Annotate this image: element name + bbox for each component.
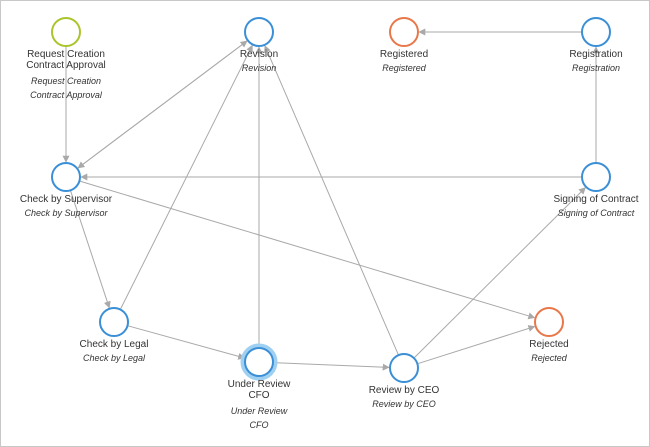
node-title-line: Revision bbox=[239, 49, 279, 60]
node-registration[interactable] bbox=[581, 17, 611, 47]
node-subtitle-line: Check by Supervisor bbox=[24, 208, 108, 218]
node-title-line: Registered bbox=[379, 49, 429, 60]
node-subtitle-registration: Registration bbox=[521, 63, 649, 74]
nodes-layer bbox=[51, 17, 611, 383]
node-subtitle-revision: Revision bbox=[184, 63, 334, 74]
edges-layer bbox=[62, 28, 600, 371]
node-subtitle-line: CFO bbox=[249, 420, 269, 430]
node-registered[interactable] bbox=[389, 17, 419, 47]
node-circle-revision[interactable] bbox=[244, 17, 274, 47]
edge-supervisor-to-legal bbox=[69, 190, 111, 309]
node-circle-signing[interactable] bbox=[581, 162, 611, 192]
node-rejected[interactable] bbox=[534, 307, 564, 337]
node-subtitle-line: Revision bbox=[241, 63, 277, 73]
node-title-line: Signing of Contract bbox=[553, 194, 639, 205]
edge-legal-to-cfo bbox=[127, 325, 246, 360]
node-circle-rejected[interactable] bbox=[534, 307, 564, 337]
edge-ceo-to-revision bbox=[264, 45, 399, 356]
node-title-legal: Check by Legal bbox=[39, 339, 189, 350]
node-title-line: Registration bbox=[569, 49, 623, 60]
node-circle-supervisor[interactable] bbox=[51, 162, 81, 192]
node-title-line: Review by CEO bbox=[368, 385, 440, 396]
node-title-line: Check by Supervisor bbox=[19, 194, 113, 205]
node-subtitle-legal: Check by Legal bbox=[39, 353, 189, 364]
node-subtitle-line: Under Review bbox=[230, 406, 288, 416]
node-subtitle-line: Signing of Contract bbox=[557, 208, 635, 218]
node-title-ceo: Review by CEO bbox=[329, 385, 479, 396]
edge-ceo-to-rejected bbox=[417, 325, 536, 365]
edge-supervisor-to-rejected bbox=[79, 180, 536, 320]
node-title-line: Request Creation bbox=[27, 49, 105, 60]
node-title-line: Check by Legal bbox=[79, 339, 149, 350]
node-subtitle-ceo: Review by CEO bbox=[329, 399, 479, 410]
node-subtitle-supervisor: Check by Supervisor bbox=[1, 208, 141, 219]
node-request[interactable] bbox=[51, 17, 81, 47]
node-subtitle-registered: Registered bbox=[329, 63, 479, 74]
node-circle-legal[interactable] bbox=[99, 307, 129, 337]
node-supervisor[interactable] bbox=[51, 162, 81, 192]
selected-node-highlight bbox=[240, 343, 278, 381]
node-legal[interactable] bbox=[99, 307, 129, 337]
node-title-line: Rejected bbox=[529, 339, 569, 350]
node-title-line: Under Review bbox=[227, 379, 291, 390]
node-title-rejected: Rejected bbox=[474, 339, 624, 350]
node-ceo[interactable] bbox=[389, 353, 419, 383]
node-revision[interactable] bbox=[244, 17, 274, 47]
node-title-line: CFO bbox=[248, 390, 270, 401]
node-subtitle-signing: Signing of Contract bbox=[521, 208, 649, 219]
edge-cfo-to-ceo bbox=[272, 362, 390, 371]
node-circle-cfo[interactable] bbox=[244, 347, 274, 377]
node-signing[interactable] bbox=[581, 162, 611, 192]
node-title-registration: Registration bbox=[521, 49, 649, 60]
node-circle-ceo[interactable] bbox=[389, 353, 419, 383]
edge-revision-to-supervisor bbox=[77, 40, 249, 169]
node-subtitle-rejected: Rejected bbox=[474, 353, 624, 364]
node-circle-request[interactable] bbox=[51, 17, 81, 47]
node-title-line: Contract Approval bbox=[26, 60, 106, 71]
node-subtitle-line: Registered bbox=[382, 63, 426, 73]
node-subtitle-line: Registration bbox=[571, 63, 621, 73]
node-subtitle-line: Rejected bbox=[531, 353, 567, 363]
node-subtitle-line: Contract Approval bbox=[30, 90, 102, 100]
node-cfo[interactable] bbox=[240, 343, 278, 381]
edge-ceo-to-signing bbox=[413, 187, 586, 359]
node-title-supervisor: Check by Supervisor bbox=[1, 194, 141, 205]
node-title-revision: Revision bbox=[184, 49, 334, 60]
node-circle-registration[interactable] bbox=[581, 17, 611, 47]
node-title-signing: Signing of Contract bbox=[521, 194, 649, 205]
node-title-registered: Registered bbox=[329, 49, 479, 60]
node-subtitle-line: Request Creation bbox=[30, 76, 102, 86]
node-subtitle-line: Check by Legal bbox=[82, 353, 146, 363]
node-circle-registered[interactable] bbox=[389, 17, 419, 47]
node-subtitle-line: Review by CEO bbox=[372, 399, 436, 409]
